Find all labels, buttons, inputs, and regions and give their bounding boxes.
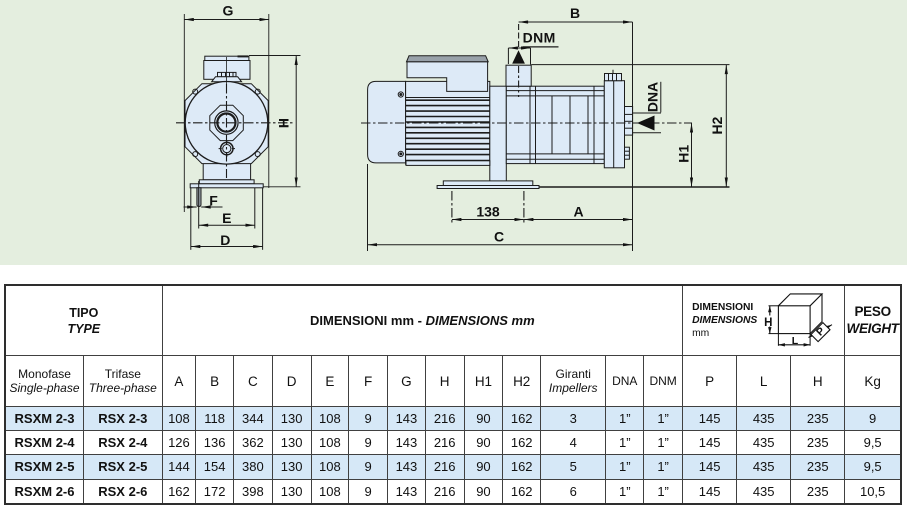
svg-text:E: E: [222, 210, 231, 226]
svg-text:H2: H2: [709, 116, 725, 134]
svg-text:DNM: DNM: [523, 30, 556, 46]
svg-text:D: D: [220, 232, 230, 248]
svg-text:G: G: [223, 3, 234, 19]
svg-text:138: 138: [476, 204, 500, 220]
svg-text:H: H: [276, 118, 292, 128]
svg-text:C: C: [494, 229, 504, 245]
svg-text:L: L: [792, 335, 799, 347]
svg-text:DNA: DNA: [645, 82, 661, 112]
svg-text:F: F: [209, 193, 218, 209]
svg-text:A: A: [573, 204, 583, 220]
svg-text:B: B: [570, 5, 580, 21]
svg-text:H1: H1: [676, 145, 692, 163]
svg-text:H: H: [764, 317, 772, 329]
